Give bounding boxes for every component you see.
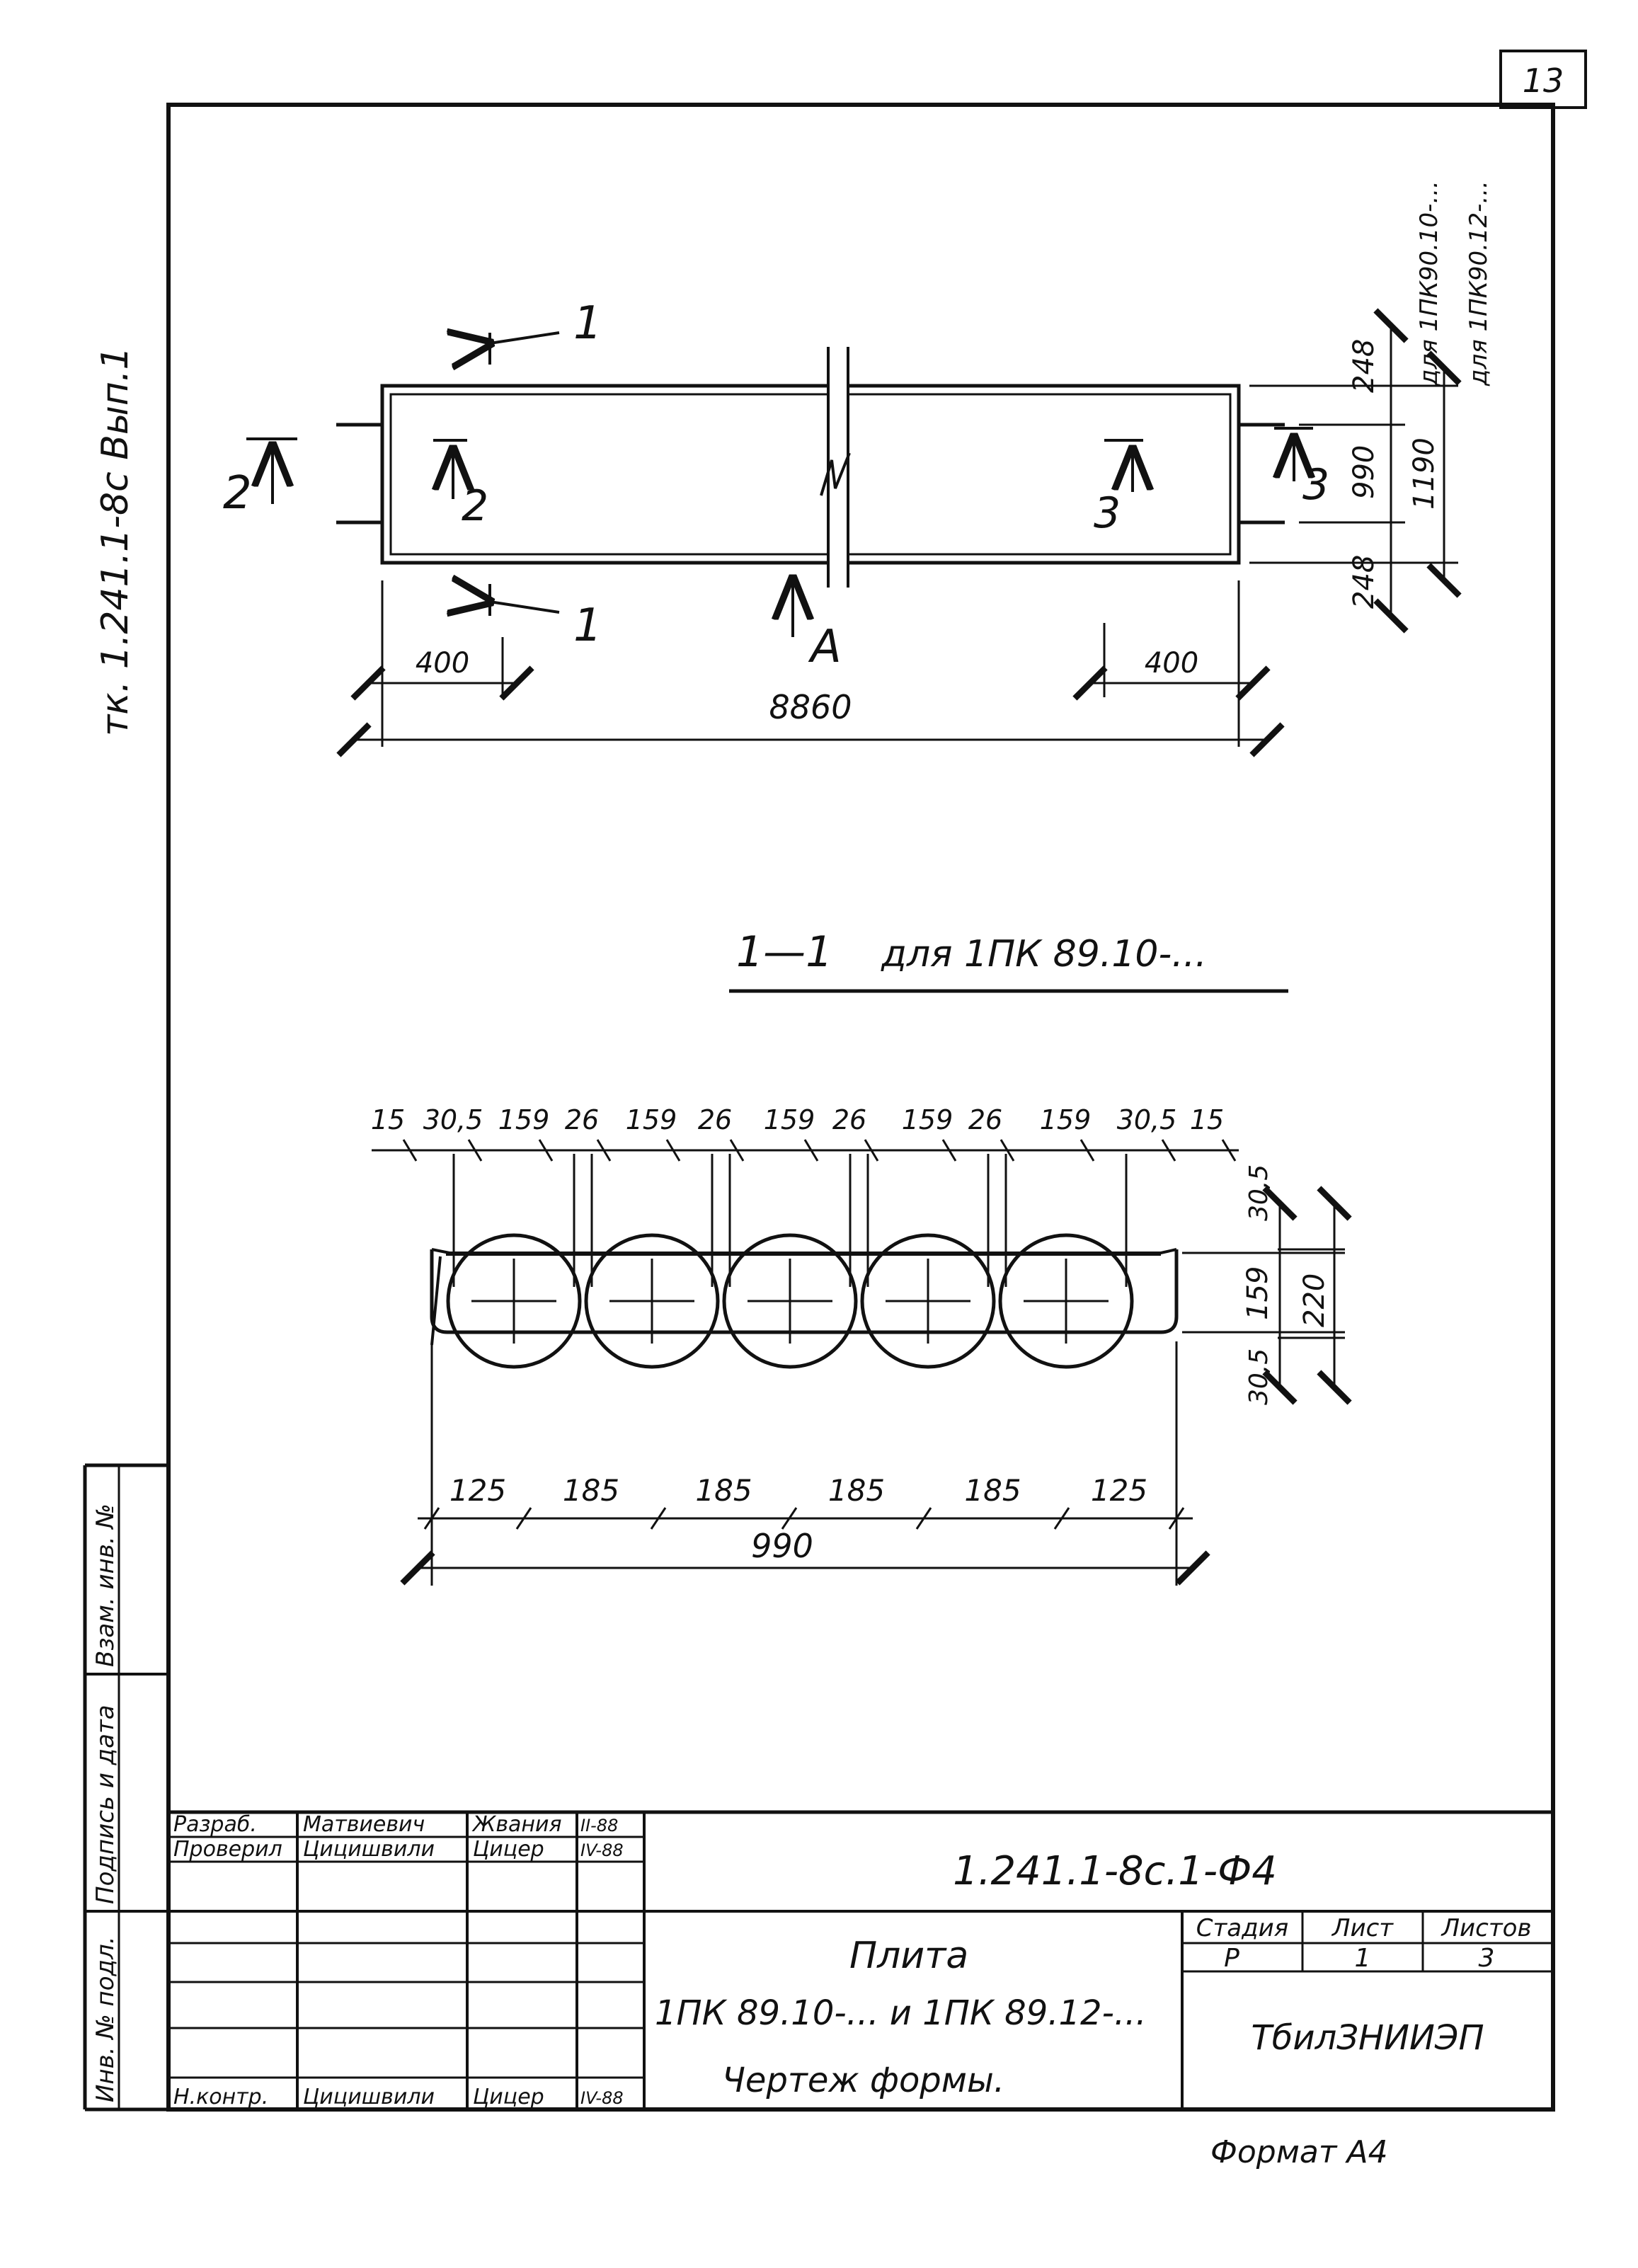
title-signature: Цицер bbox=[473, 2085, 544, 2109]
void-hole bbox=[722, 1154, 858, 1369]
sheet-header: Лист bbox=[1331, 1914, 1394, 1942]
page-number: 13 bbox=[1523, 62, 1564, 100]
stage-header: Стадия bbox=[1196, 1914, 1288, 1942]
section-bottom-dim-label: 185 bbox=[563, 1473, 619, 1508]
void-hole bbox=[998, 1154, 1134, 1369]
title-name: Цицишвили bbox=[303, 1837, 435, 1862]
section-right-dim-total: 220 bbox=[1298, 1273, 1331, 1327]
dim-248-bottom: 248 bbox=[1348, 555, 1380, 609]
sheets-value: 3 bbox=[1479, 1944, 1495, 1973]
section-3-outer-label: 3 bbox=[1302, 460, 1329, 510]
dim-left-400: 400 bbox=[416, 647, 469, 680]
section-right-dim-top: 30,5 bbox=[1244, 1164, 1273, 1221]
void-hole bbox=[860, 1154, 996, 1369]
section-right-dim-bottom: 30,5 bbox=[1244, 1348, 1273, 1405]
organization: ТбилЗНИИЭП bbox=[1251, 2018, 1484, 2058]
section-3-inner-label: 3 bbox=[1094, 488, 1121, 538]
side-stamp-inventory: Инв. № подл. bbox=[91, 1936, 120, 2102]
slab-outline bbox=[380, 384, 1241, 565]
slab-inner-outline bbox=[389, 393, 1232, 556]
title-line-3: Чертеж формы. bbox=[722, 2061, 1004, 2100]
section-1-top-label: 1 bbox=[573, 297, 602, 350]
title-signature: Жвания bbox=[471, 1812, 562, 1837]
side-stamp-signature: Подпись и дата bbox=[91, 1705, 120, 1904]
title-date: II-88 bbox=[580, 1816, 618, 1835]
side-label: тк. 1.241.1-8с Вып.1 bbox=[94, 346, 137, 736]
section-bottom-total: 990 bbox=[751, 1527, 813, 1565]
section-top-dim-label: 159 bbox=[1040, 1104, 1092, 1135]
section-bottom-dim-label: 185 bbox=[695, 1473, 752, 1508]
section-top-dim-label: 26 bbox=[968, 1104, 1002, 1135]
bottom-dims-group: 125 185 185 185 185 125 bbox=[423, 1473, 1185, 1530]
title-line-1: Плита bbox=[849, 1935, 968, 1977]
view-a-label: A bbox=[808, 621, 842, 673]
sheet-value: 1 bbox=[1355, 1944, 1371, 1973]
title-name: Матвиевич bbox=[303, 1812, 425, 1837]
top-dims-group: 15 30,5 159 26 159 26 159 26 159 26 159 30,5 15 bbox=[371, 1104, 1237, 1162]
section-top-dim-label: 30,5 bbox=[1117, 1104, 1177, 1135]
section-bottom-dim-label: 125 bbox=[1091, 1473, 1147, 1508]
section-bottom-dim-label: 185 bbox=[964, 1473, 1021, 1508]
side-stamp-replacement: Взам. инв. № bbox=[91, 1504, 120, 1667]
void-hole bbox=[446, 1154, 582, 1369]
section-top-dim-label: 159 bbox=[498, 1104, 550, 1135]
section-1-bottom-label: 1 bbox=[573, 600, 602, 652]
plan-view: 1 1 2 2 3 3 A 400 400 8860 bbox=[223, 181, 1493, 757]
dim-248-top: 248 bbox=[1348, 339, 1380, 393]
label-pk90-12: для 1ПК90.12-... bbox=[1465, 181, 1493, 386]
section-right-dim-middle: 159 bbox=[1242, 1266, 1274, 1320]
void-hole bbox=[584, 1154, 720, 1369]
stage-value: Р bbox=[1224, 1944, 1239, 1973]
sheet-format: Формат А4 bbox=[1210, 2134, 1388, 2170]
section-top-dim-label: 15 bbox=[1190, 1104, 1224, 1135]
side-stamp: Взам. инв. № Подпись и дата Инв. № подл. bbox=[83, 1463, 168, 2112]
section-top-dim-label: 26 bbox=[832, 1104, 866, 1135]
section-top-dim-label: 26 bbox=[565, 1104, 599, 1135]
section-title-number: 1—1 bbox=[736, 927, 832, 977]
dim-total-8860: 8860 bbox=[769, 688, 852, 726]
title-line-2: 1ПК 89.10-... и 1ПК 89.12-... bbox=[655, 1993, 1147, 2033]
section-2-inner-label: 2 bbox=[462, 481, 488, 531]
title-role: Разраб. bbox=[173, 1812, 257, 1837]
sheets-header: Листов bbox=[1440, 1914, 1531, 1942]
label-pk90-10: для 1ПК90.10-... bbox=[1415, 181, 1443, 386]
section-top-dim-label: 159 bbox=[902, 1104, 953, 1135]
dim-right-400: 400 bbox=[1145, 647, 1198, 680]
section-top-dim-label: 159 bbox=[764, 1104, 815, 1135]
title-role: Н.контр. bbox=[173, 2085, 268, 2109]
title-name: Цицишвили bbox=[303, 2085, 435, 2109]
title-date: IV-88 bbox=[580, 2088, 624, 2108]
holes-group bbox=[446, 1154, 1134, 1369]
section-2-outer-label: 2 bbox=[223, 467, 252, 520]
dim-1190: 1190 bbox=[1408, 437, 1441, 510]
section-top-dim-label: 26 bbox=[698, 1104, 732, 1135]
section-bottom-dim-label: 185 bbox=[828, 1473, 885, 1508]
section-top-dim-label: 30,5 bbox=[423, 1104, 483, 1135]
title-code: 1.241.1-8с.1-Ф4 bbox=[953, 1848, 1277, 1894]
page-number-box bbox=[1499, 50, 1587, 109]
dim-990: 990 bbox=[1348, 445, 1380, 499]
title-signature: Цицер bbox=[473, 1837, 544, 1862]
section-top-dim-label: 159 bbox=[626, 1104, 677, 1135]
section-top-dim-label: 15 bbox=[371, 1104, 405, 1135]
title-role: Проверил bbox=[173, 1837, 282, 1862]
title-date: IV-88 bbox=[580, 1840, 624, 1860]
section-bottom-dim-label: 125 bbox=[449, 1473, 506, 1508]
section-title-text: для 1ПК 89.10-... bbox=[881, 933, 1207, 975]
